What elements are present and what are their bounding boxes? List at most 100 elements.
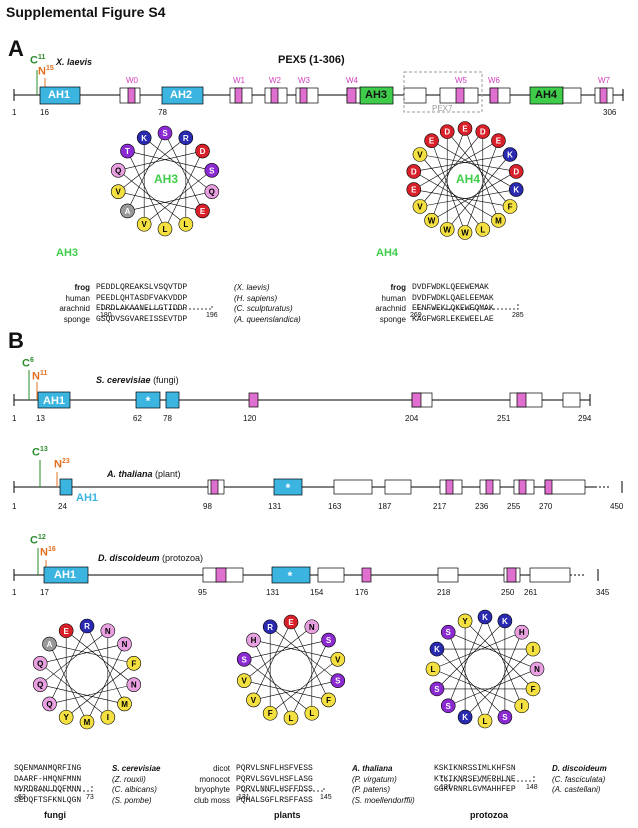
residue-letter: L [483,717,488,726]
residue-letter: K [434,645,440,654]
w4-label: W4 [346,76,358,85]
svg-text:*: * [286,481,291,495]
sc-ticks: 1 13 62 78 120 204 251 294 [12,414,592,423]
at-n-marker: N23 [54,458,70,471]
residue-circle [439,222,455,237]
residue-circle [457,225,473,240]
ah3-wheel-label: AH3 [154,172,179,186]
plants-end: 145 [320,794,332,801]
residue-letter: S [242,655,248,664]
dd-domain-map: * [13,548,599,584]
residue-circle [429,681,445,697]
residue-letter: N [122,640,128,649]
residue-circle [246,692,261,708]
residue-circle [304,619,320,635]
residue-circle [525,641,541,657]
residue-letter: H [251,636,257,645]
residue-letter: K [507,151,513,160]
residue-circle [120,143,135,159]
residue-letter: W [461,229,469,238]
w7-label: W7 [598,76,610,85]
residue-letter: E [64,627,70,636]
residue-letter: D [411,167,417,176]
figure-title: Supplemental Figure S4 [6,4,166,20]
residue-letter: F [268,709,273,718]
residue-circle [283,614,299,630]
residue-circle [117,696,132,712]
residue-circle [178,216,194,232]
ah2-domain [161,86,204,105]
residue-circle [136,130,152,146]
w5-label: W5 [455,76,467,85]
protozoa-species: D. discoideum(C. fasciculata)(A. castell… [552,764,607,794]
fungi-species: S. cerevisiae(Z. rouxii)(C. albicans)(S.… [112,764,161,805]
w6-label: W6 [488,76,500,85]
residue-letter: E [462,125,468,134]
residue-circle [424,213,439,228]
residue-letter: F [326,696,331,705]
residue-circle [126,656,142,671]
w1-label: W1 [233,76,245,85]
at-ah1-label: AH1 [76,492,99,504]
residue-circle [32,677,48,692]
residue-circle [457,709,473,725]
residue-circle [497,709,513,725]
residue-letter: A [125,207,131,216]
residue-circle [32,656,48,671]
residue-letter: K [462,713,468,722]
residue-circle [457,121,473,136]
sc-domain-map: * [13,370,591,409]
residue-letter: V [116,188,122,197]
residue-circle [304,705,320,721]
tick-16: 16 [40,108,49,117]
ah3-range-bracket [101,304,213,310]
residue-circle [491,133,506,148]
ah3-start: 180 [100,312,112,319]
residue-circle [502,199,518,214]
residue-circle [412,199,428,214]
panel-a-protein: PEX5 (1-306) [278,54,345,66]
sc-c-marker: C6 [22,357,34,370]
plants-species: A. thaliana(P. virgatum)(P. patens)(S. m… [352,764,415,805]
residue-circle [412,147,428,162]
residue-letter: I [532,645,534,654]
residue-letter: S [446,702,452,711]
residue-circle [262,619,278,635]
residue-circle [246,632,261,648]
residue-circle [178,130,194,146]
ah1-label: AH1 [48,89,71,101]
residue-letter: W [428,216,436,225]
residue-circle [204,184,220,199]
residue-letter: N [309,623,315,632]
ah4-end: 285 [512,312,524,319]
residue-letter: K [513,186,519,195]
residue-letter: N [105,627,111,636]
residue-circle [475,222,491,237]
residue-circle [195,143,210,159]
dd-c-marker: C12 [30,534,46,547]
residue-circle [440,624,456,640]
residue-circle [58,709,74,725]
residue-circle [514,698,530,714]
plants-footer: plants [274,810,301,820]
residue-circle [429,641,445,657]
residue-letter: E [496,137,502,146]
residue-letter: V [142,220,148,229]
residue-circle [195,203,210,219]
residue-letter: K [502,617,508,626]
residue-letter: L [309,709,314,718]
ah4-range-bracket [417,304,519,310]
ah4-wheel-label: AH4 [456,172,481,186]
residue-letter: N [131,681,137,690]
residue-circle [475,124,491,139]
panel-b-label: B [8,328,24,353]
residue-letter: W [443,225,451,234]
plants-range-bracket [241,786,325,792]
residue-letter: E [429,137,435,146]
residue-letter: Y [462,617,468,626]
residue-letter: T [125,147,130,156]
